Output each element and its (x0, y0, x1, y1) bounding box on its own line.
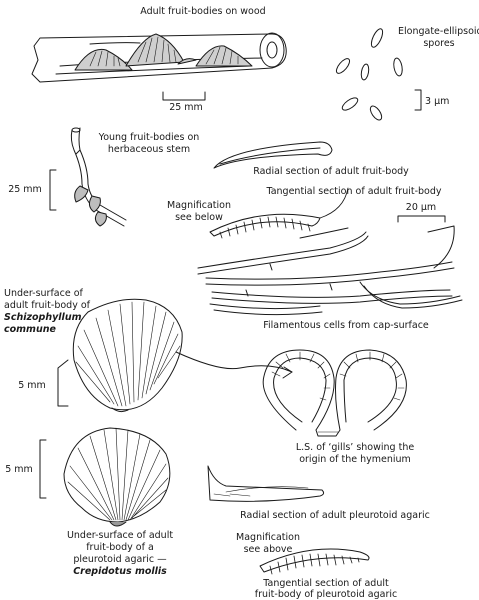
spores-label-line1: Elongate-ellipsoid (398, 26, 479, 37)
pleurotoid-species: Crepidotus mollis (73, 566, 167, 577)
crepidotus-under-surface (64, 428, 170, 526)
scale-label-25mm-stem: 25 mm (8, 184, 42, 195)
scale-label-3um: 3 μm (425, 96, 450, 107)
ls-gills-label-line2: origin of the hymenium (299, 454, 411, 465)
pleurotoid-label-line3: pleurotoid agaric — (73, 554, 167, 565)
under-surface-species-line1: Schizophyllum (4, 312, 82, 323)
spores-drawing (334, 27, 403, 122)
fruit-body-gill-lines (90, 37, 238, 66)
scale-label-20um: 20 μm (405, 202, 437, 213)
young-fruit-bodies (75, 186, 107, 226)
young-fruit-bodies-label-line1: Young fruit-bodies on (98, 132, 200, 143)
radial-section-pleurotoid (208, 466, 324, 501)
filamentous-cells (198, 226, 462, 315)
tangential-section-adult-label: Tangential section of adult fruit-body (266, 186, 442, 197)
arrow-to-gills (176, 352, 292, 378)
magnification-above-line2: see above (243, 544, 293, 555)
under-surface-species-line2: commune (4, 324, 56, 335)
magnification-above-line1: Magnification (236, 532, 300, 543)
under-surface-label-line1: Under-surface of (4, 288, 83, 299)
wood-title: Adult fruit-bodies on wood (140, 6, 266, 17)
ls-gills-label-line1: L.S. of ‘gills’ showing the (295, 442, 415, 453)
pleurotoid-label-line2: fruit-body of a (86, 542, 154, 553)
radial-section-adult-label: Radial section of adult fruit-body (253, 166, 409, 177)
scale-bar-20um (398, 216, 445, 222)
radial-section-pleurotoid-label: Radial section of adult pleurotoid agari… (240, 510, 430, 521)
tangential-pleurotoid-line2: fruit-body of pleurotoid agaric (254, 589, 398, 600)
tangential-section-pleurotoid (260, 549, 369, 574)
tangential-pleurotoid-line1: Tangential section of adult (263, 578, 389, 589)
tangential-section-adult (210, 188, 348, 238)
scale-bar-25mm-wood (163, 92, 205, 100)
scale-label-5mm-b: 5 mm (5, 464, 33, 475)
young-fruit-bodies-label-line2: herbaceous stem (107, 144, 191, 155)
scale-bar-25mm-stem (50, 170, 56, 210)
radial-section-adult (214, 142, 332, 168)
scale-label-5mm-a: 5 mm (18, 380, 46, 391)
pleurotoid-label-line1: Under-surface of adult (66, 530, 174, 541)
scale-bar-3um (415, 90, 421, 110)
filamentous-cells-caption: Filamentous cells from cap-surface (263, 320, 429, 331)
magnification-below-line1: Magnification (167, 200, 231, 211)
spores-label-line2: spores (423, 38, 455, 49)
ls-of-gills (263, 350, 406, 436)
schizophyllum-under-surface (73, 299, 182, 411)
scale-bar-5mm-a (58, 360, 68, 406)
scale-label-25mm-wood: 25 mm (169, 102, 203, 113)
magnification-below-line2: see below (175, 212, 223, 223)
under-surface-label-line2: adult fruit-body of (4, 300, 90, 311)
scale-bar-5mm-b (40, 440, 46, 498)
